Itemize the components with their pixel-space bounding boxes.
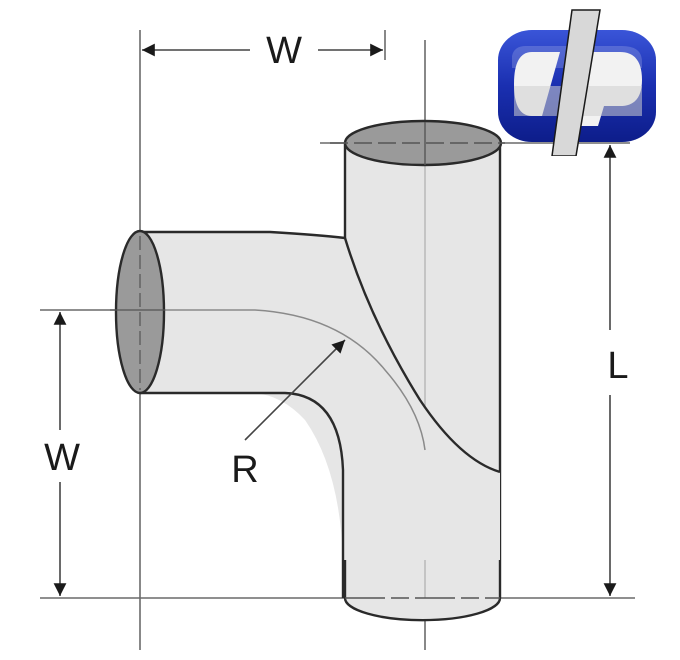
- dp-logo: [498, 9, 656, 156]
- right-length-label: L: [607, 345, 628, 387]
- top-width-label: W: [266, 30, 302, 72]
- left-height-dimension: W: [44, 312, 80, 596]
- radius-dimension: R: [231, 339, 346, 491]
- right-length-dimension: L: [603, 145, 629, 596]
- radius-label: R: [231, 449, 258, 491]
- bent-branch-pipe: [110, 229, 501, 598]
- logo-diagonal-band: [551, 9, 601, 156]
- left-height-label: W: [44, 437, 80, 479]
- top-width-dimension: W: [142, 30, 383, 72]
